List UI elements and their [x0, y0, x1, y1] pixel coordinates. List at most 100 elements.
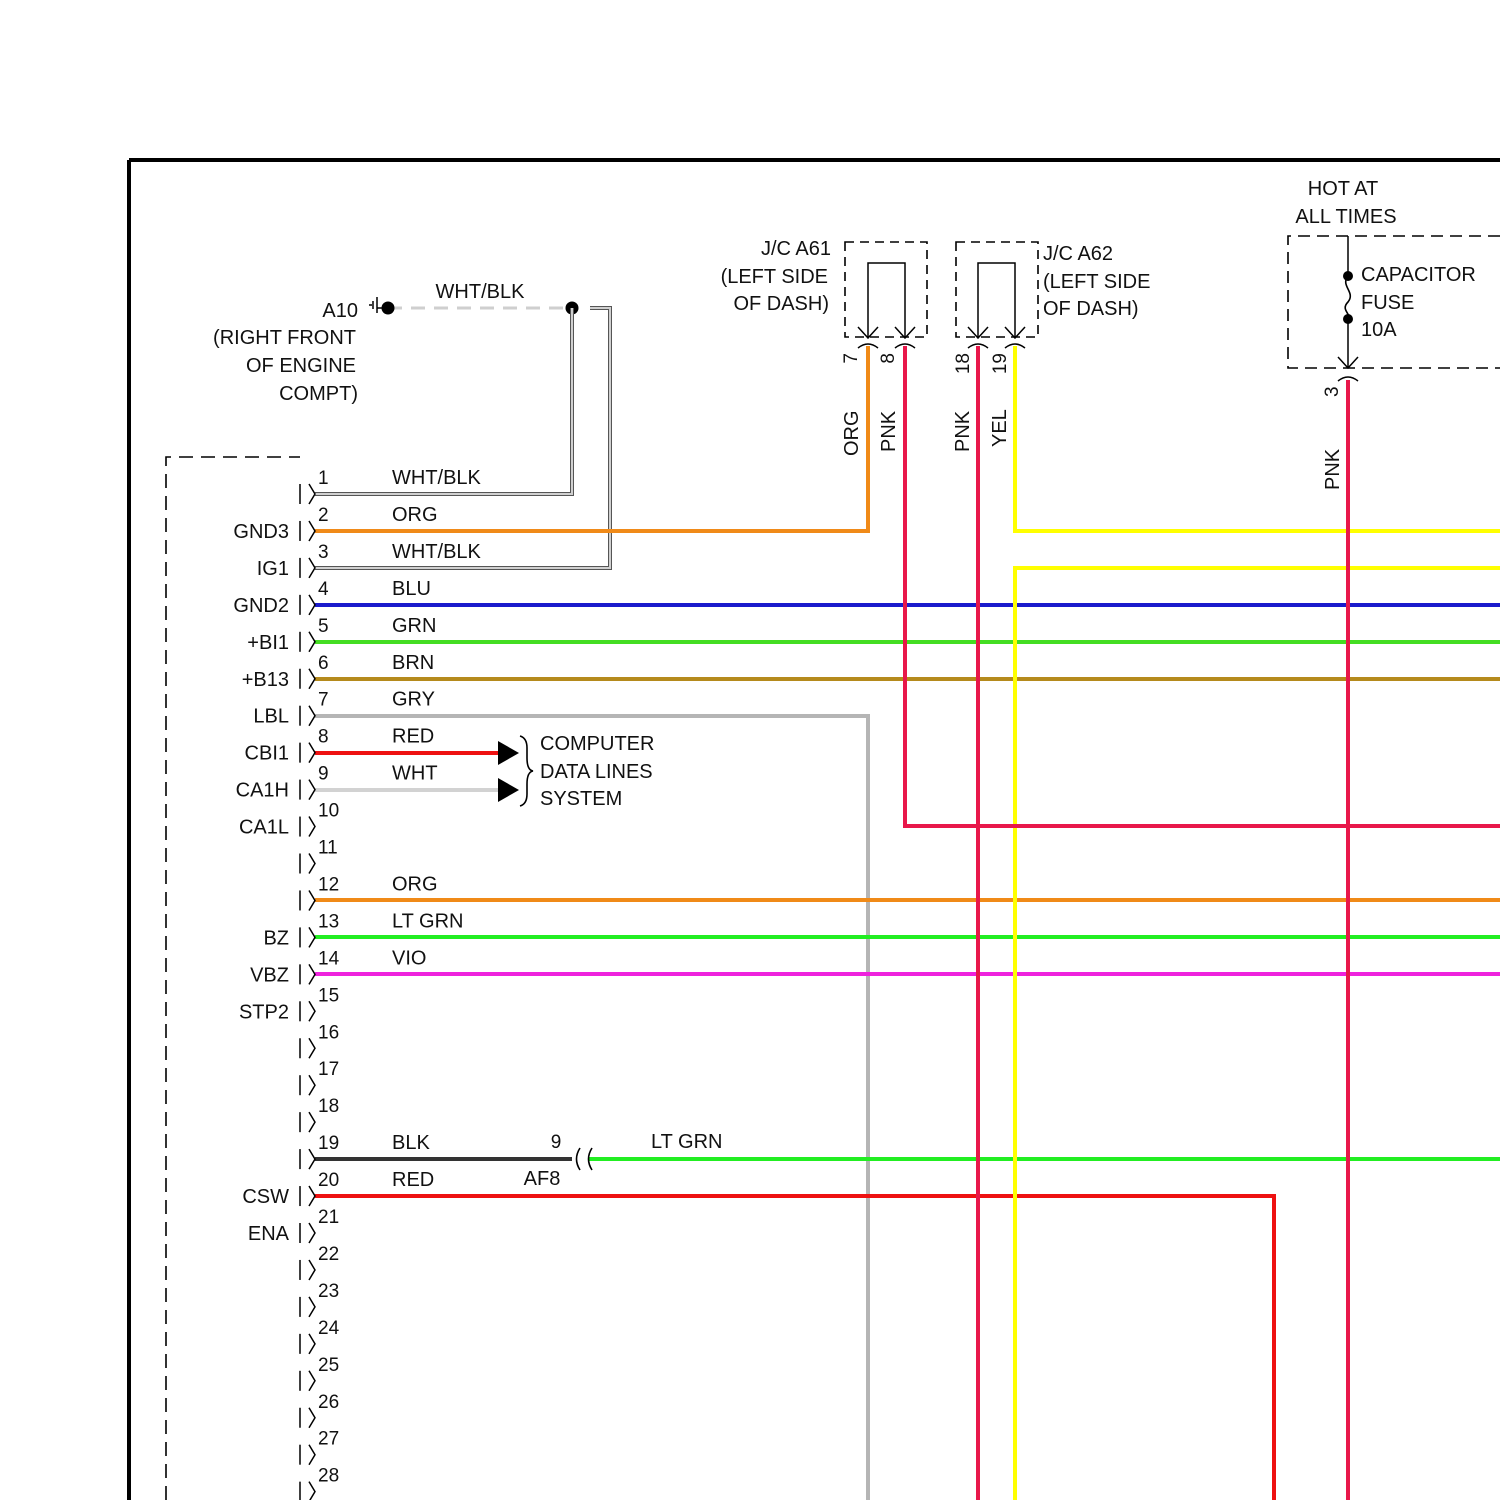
connector-pin-row: 2GND3ORG: [233, 504, 437, 543]
wire-color-label: YEL: [989, 409, 1011, 447]
connector-pin-icon: [300, 632, 315, 652]
connector-pin-icon: [300, 1038, 315, 1058]
connector-pin-row: 26: [300, 1392, 339, 1428]
connector-pin-icon: [300, 669, 315, 689]
connector-pin-icon: [300, 964, 315, 984]
connector-pin-row: 3IG1WHT/BLK: [257, 541, 482, 580]
connector-pin-row: 4GND2 BLU: [233, 578, 430, 617]
ground-wire-label: WHT/BLK: [436, 281, 526, 303]
junction-location-line: OF DASH): [1043, 298, 1139, 320]
wire-color-label: ORG: [392, 873, 438, 895]
connector-pin-icon: [300, 817, 315, 837]
connector-pin-icon: [300, 1223, 315, 1243]
connector-pin-row: 18: [300, 1096, 339, 1132]
ground-location-line: COMPT): [279, 383, 358, 405]
pin-number: 25: [318, 1355, 339, 1376]
connector-pin-row: 12 ORG: [300, 873, 438, 910]
junction-a62: J/C A62 (LEFT SIDE OF DASH) 18 19 PNK YE…: [952, 242, 1150, 452]
connector-pin-icon: [300, 1408, 315, 1428]
pin-signal-name: STP2: [239, 1001, 289, 1023]
pin-number: 10: [318, 801, 339, 822]
junction-busbar: [868, 263, 905, 337]
connector-pin-icon: [300, 1112, 315, 1132]
connector-pin-row: 27: [300, 1429, 339, 1465]
wire-color-label: ORG: [841, 410, 863, 456]
data-lines-label: COMPUTER: [540, 733, 654, 755]
connector-pin-icon: [300, 1482, 315, 1500]
wire-color-label: ORG: [392, 504, 438, 526]
connector-pin-icon: [300, 484, 315, 504]
connector-pin-icon: [300, 558, 315, 578]
connector-pin-icon: [300, 1334, 315, 1354]
connector-pin-row: 21ENA: [248, 1207, 339, 1245]
connector-pin-icon: [300, 1149, 315, 1169]
arrow-right-icon: [498, 778, 519, 802]
junction-location-line: (LEFT SIDE: [1043, 271, 1150, 293]
pin-number: 27: [318, 1429, 339, 1450]
fuse-name-line: FUSE: [1361, 292, 1414, 314]
connector-pin-icon: [300, 1001, 315, 1021]
pin-signal-name: +B13: [242, 669, 289, 691]
connector-pin-icon: [300, 780, 315, 800]
wire-color-label: GRN: [392, 615, 436, 637]
connector-pin-icon: [300, 1075, 315, 1095]
wire-color-label: RED: [392, 1169, 434, 1191]
connector-pin-icon: [300, 743, 315, 763]
splice-dot: [382, 302, 395, 315]
ground-label: A10: [322, 300, 358, 322]
pin-signal-name: CSW: [242, 1186, 289, 1208]
pin-number: 9: [318, 764, 329, 785]
pin-number: 26: [318, 1392, 339, 1413]
wire-color-label: BLU: [392, 578, 431, 600]
ground-location-line: OF ENGINE: [246, 355, 356, 377]
af8-name: AF8: [524, 1168, 561, 1190]
wire-color-label: WHT/BLK: [392, 541, 482, 563]
pin-signal-name: LBL: [253, 706, 289, 728]
pin-number: 22: [318, 1244, 339, 1265]
pin-number: 24: [318, 1318, 340, 1339]
connector-pin-row: 16: [300, 1022, 339, 1058]
af8-pin-number: 9: [551, 1132, 562, 1153]
pin-number: 14: [318, 948, 340, 969]
pin-number: 4: [318, 579, 329, 600]
connector-pin-row: 11: [300, 838, 338, 874]
pin-number: 16: [318, 1022, 339, 1043]
connector-pin-row: 7LBLGRY: [253, 689, 435, 728]
wire-color-label: WHT: [392, 763, 438, 785]
connector-pin-icon: [300, 1371, 315, 1391]
connector-pin-row: 23: [300, 1281, 339, 1317]
junction-pin-number: 8: [878, 353, 899, 364]
pin-number: 12: [318, 874, 339, 895]
junction-label: J/C A61: [761, 238, 831, 260]
ground-location-line: (RIGHT FRONT: [213, 327, 356, 349]
connector-pin-icon: [300, 595, 315, 615]
fuse-name-line: CAPACITOR: [1361, 264, 1476, 286]
wire-color-label: LT GRN: [651, 1131, 723, 1153]
pin-number: 15: [318, 985, 339, 1006]
junction-label: J/C A62: [1043, 243, 1113, 265]
bracket-icon: [520, 736, 533, 806]
hot-at-all-times-label: HOT AT: [1308, 178, 1378, 200]
pin-number: 11: [318, 838, 338, 859]
pin-number: 8: [318, 727, 329, 748]
junction-block-outline: [845, 242, 927, 337]
pin-number: 20: [318, 1170, 339, 1191]
connector-pin-icon: [300, 706, 315, 726]
wire-color-label: PNK: [878, 410, 900, 452]
wire-color-label: BLK: [392, 1132, 430, 1154]
data-lines-label: SYSTEM: [540, 788, 622, 810]
pin-signal-name: CA1L: [239, 817, 289, 839]
pin-number: 5: [318, 616, 329, 637]
pin-signal-name: VBZ: [250, 964, 289, 986]
pin-signal-name: GND2: [233, 595, 289, 617]
pin-number: 21: [318, 1207, 339, 1228]
pin-signal-name: BZ: [263, 927, 289, 949]
connector-pin-icon: [300, 521, 315, 541]
